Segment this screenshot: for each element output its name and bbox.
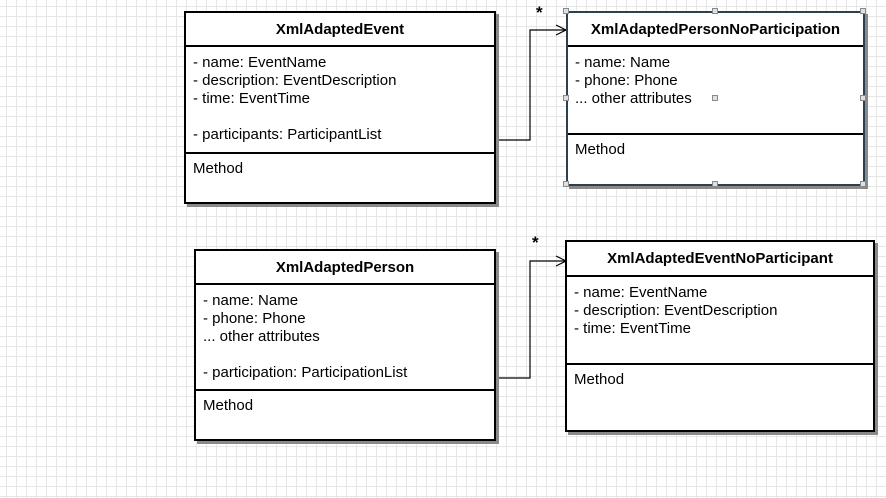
resize-handle-right[interactable]	[860, 95, 866, 101]
attribute-time: - time: EventTime	[193, 90, 310, 107]
attribute-time: - time: EventTime	[574, 320, 691, 337]
method-section: Method	[575, 141, 626, 158]
attribute-name: - name: EventName	[193, 54, 327, 71]
attribute-name: - name: Name	[575, 54, 671, 71]
resize-handle-bottom[interactable]	[712, 181, 718, 187]
resize-handle-center[interactable]	[712, 95, 718, 101]
attribute-description: - description: EventDescription	[574, 302, 778, 319]
resize-handle-left[interactable]	[563, 95, 569, 101]
attributes-section: - name: Name - phone: Phone ... other at…	[568, 47, 863, 135]
attribute-participants: - participants: ParticipantList	[193, 126, 382, 143]
class-name: XmlAdaptedPerson	[196, 251, 494, 285]
attribute-phone: - phone: Phone	[575, 72, 678, 89]
class-xml-adapted-person[interactable]: XmlAdaptedPerson - name: Name - phone: P…	[194, 249, 496, 441]
attribute-spacer	[203, 346, 487, 364]
attributes-section: - name: Name - phone: Phone ... other at…	[196, 285, 494, 391]
association-line-person-to-event	[495, 260, 566, 379]
resize-handle-bottom-right[interactable]	[860, 181, 866, 187]
method-section: Method	[193, 160, 244, 177]
resize-handle-top-right[interactable]	[860, 8, 866, 14]
attributes-section: - name: EventName - description: EventDe…	[567, 277, 873, 365]
attribute-participation: - participation: ParticipationList	[203, 364, 408, 381]
attribute-other: ... other attributes	[575, 90, 692, 107]
attribute-description: - description: EventDescription	[193, 72, 397, 89]
class-xml-adapted-event-no-participant[interactable]: XmlAdaptedEventNoParticipant - name: Eve…	[565, 240, 875, 432]
multiplicity-label-event-no-participant: *	[532, 233, 539, 252]
resize-handle-top[interactable]	[712, 8, 718, 14]
method-section: Method	[574, 371, 625, 388]
attribute-name: - name: Name	[203, 292, 299, 309]
association-line-event-to-person	[495, 29, 566, 141]
attribute-other: ... other attributes	[203, 328, 320, 345]
method-section: Method	[203, 397, 254, 414]
class-name: XmlAdaptedEventNoParticipant	[567, 242, 873, 277]
multiplicity-label-person-no-participation: *	[536, 3, 543, 22]
attribute-phone: - phone: Phone	[203, 310, 306, 327]
attribute-spacer	[193, 108, 487, 126]
attribute-name: - name: EventName	[574, 284, 708, 301]
resize-handle-bottom-left[interactable]	[563, 181, 569, 187]
resize-handle-top-left[interactable]	[563, 8, 569, 14]
class-xml-adapted-event[interactable]: XmlAdaptedEvent - name: EventName - desc…	[184, 11, 496, 204]
class-name: XmlAdaptedPersonNoParticipation	[568, 13, 863, 47]
class-name: XmlAdaptedEvent	[186, 13, 494, 47]
attributes-section: - name: EventName - description: EventDe…	[186, 47, 494, 154]
